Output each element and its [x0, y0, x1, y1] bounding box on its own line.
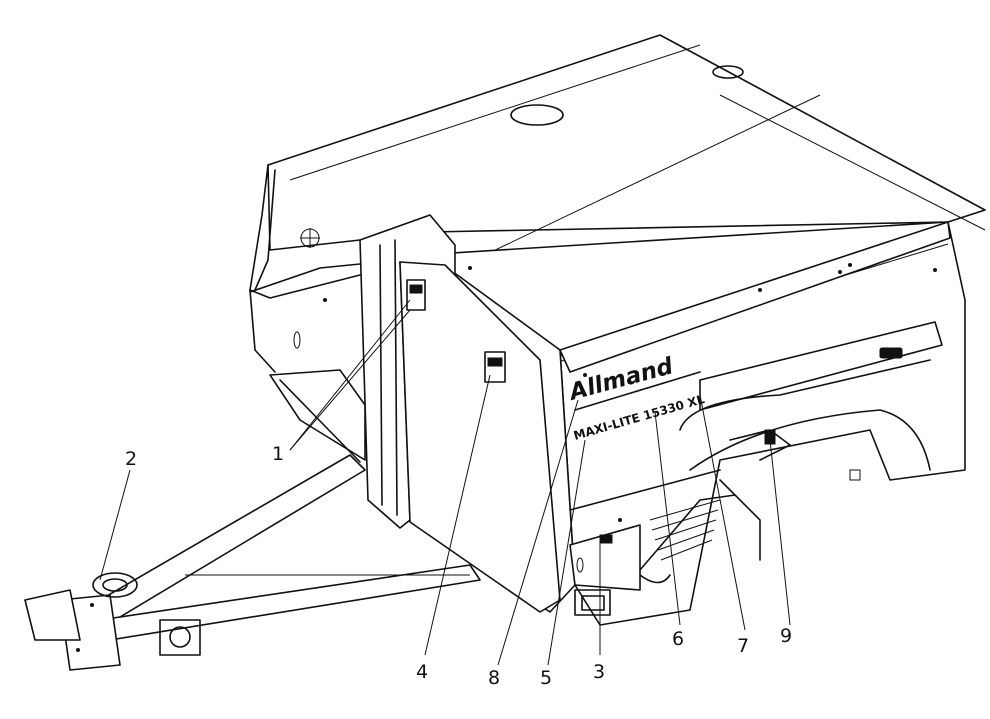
rear-housing — [249, 34, 986, 373]
leader-9 — [769, 439, 791, 626]
callout-9: 9 — [780, 625, 792, 647]
leader-lines — [99, 299, 791, 666]
roof-opening-small — [712, 65, 744, 79]
jack-mount — [159, 619, 201, 656]
callout-2: 2 — [125, 448, 137, 470]
leader-2 — [99, 469, 131, 581]
callout-4: 4 — [416, 661, 428, 683]
front-end-panel — [359, 214, 561, 613]
rear-receiver — [574, 589, 611, 616]
callout-6: 6 — [672, 628, 684, 650]
callout-7: 7 — [737, 635, 749, 657]
leader-6 — [654, 411, 681, 626]
callout-5: 5 — [540, 667, 552, 689]
leader-1 — [289, 309, 411, 451]
decal-4 — [484, 351, 506, 383]
rivets — [323, 263, 937, 522]
leader-8 — [497, 399, 579, 666]
callout-3: 3 — [593, 661, 605, 683]
callout-8: 8 — [488, 667, 500, 689]
callout-1: 1 — [272, 443, 284, 465]
tow-ring — [92, 572, 138, 598]
roof-opening-large — [510, 104, 564, 126]
leader-7 — [699, 394, 746, 631]
leader-4 — [424, 374, 491, 656]
trailer-frame — [24, 369, 481, 671]
decal-1 — [406, 279, 426, 311]
callout-labels: 1 2 3 4 5 6 7 8 9 — [125, 443, 792, 689]
leader-5 — [547, 439, 586, 666]
